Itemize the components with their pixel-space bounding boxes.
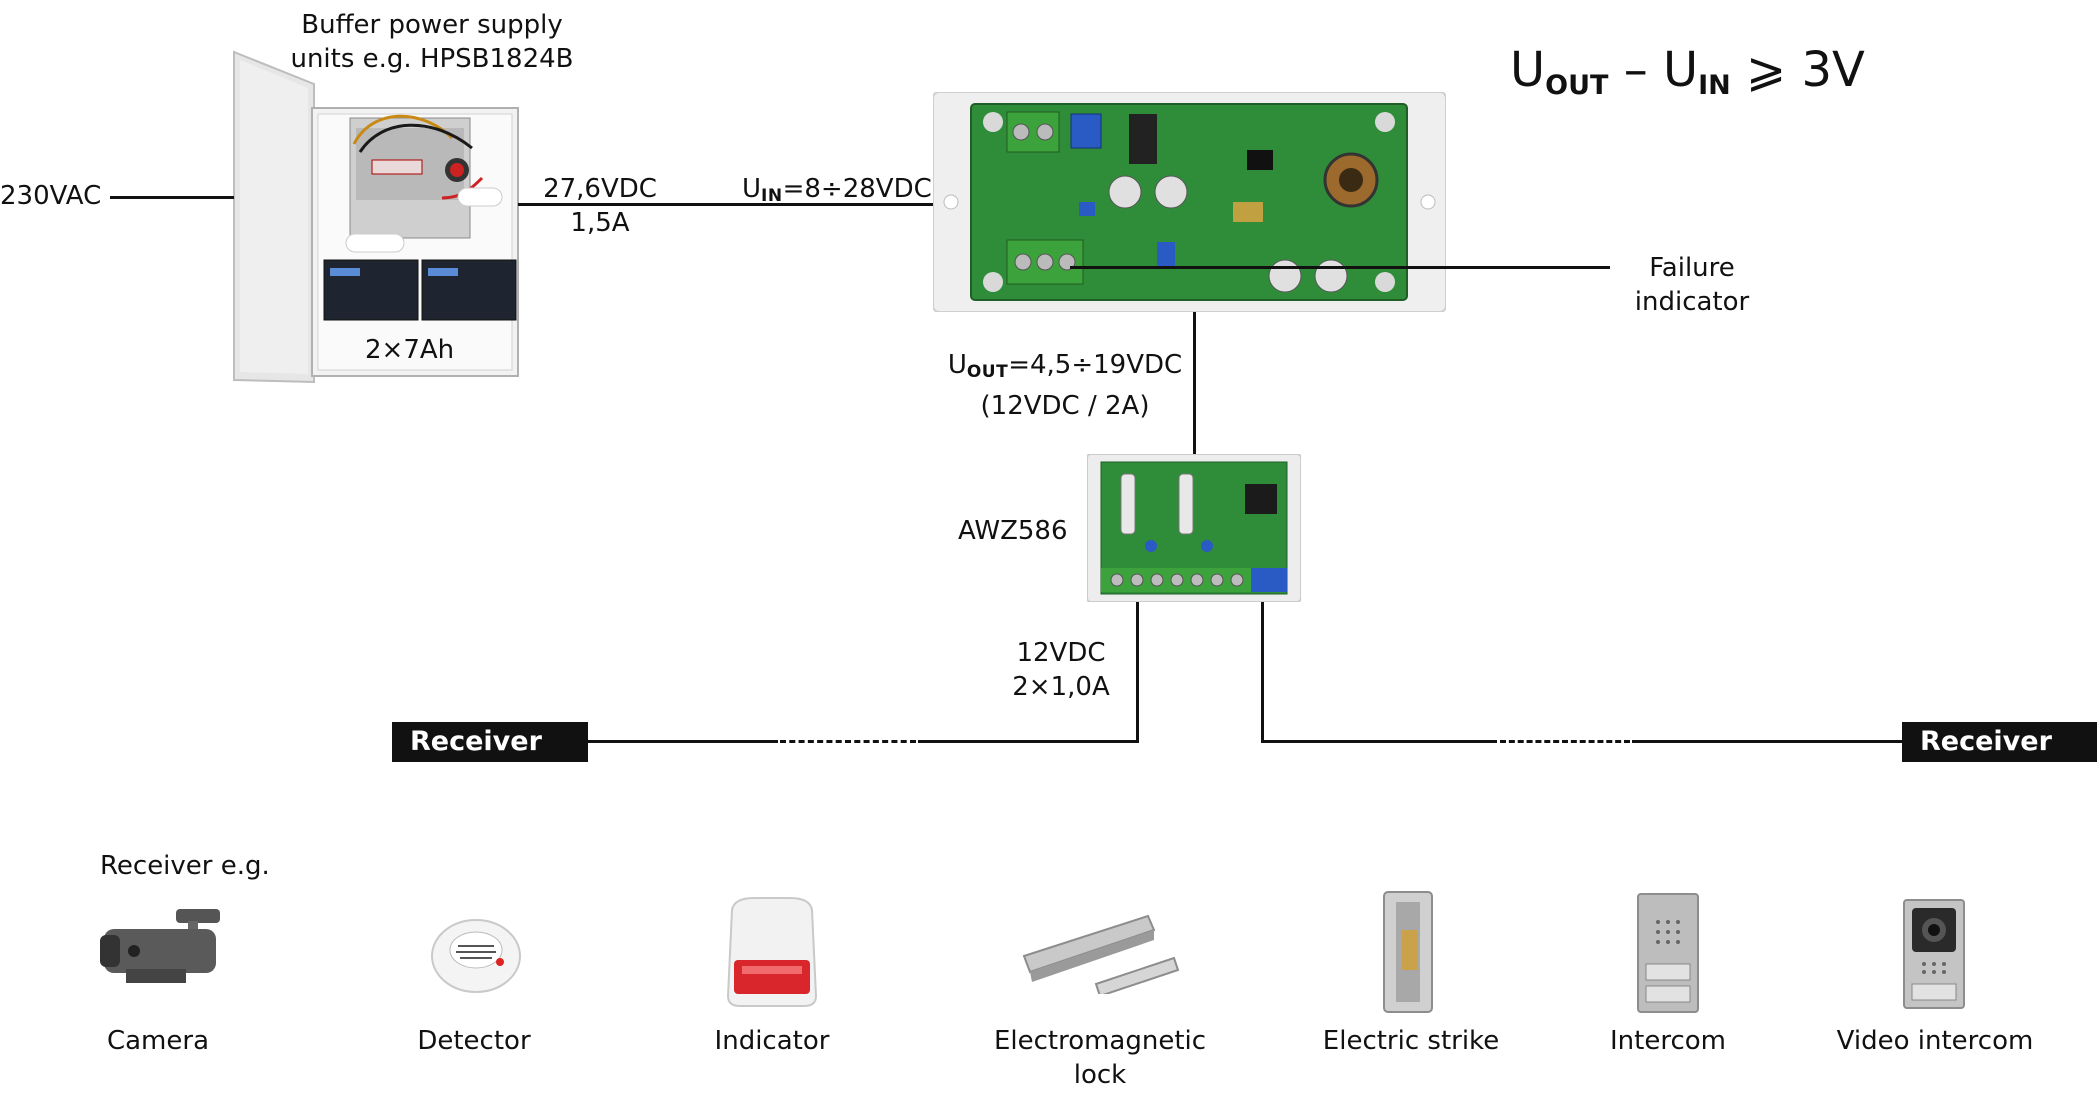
fuse-module-label: AWZ586 [958, 516, 1068, 546]
camera-icon [100, 909, 220, 983]
receiver2-wire-b [1632, 740, 1902, 743]
receiver1-wire-a [588, 740, 778, 743]
battery-label: 2×7Ah [365, 335, 455, 365]
module-output-label: 12VDC 2×1,0A [1012, 638, 1110, 702]
receiver2-tag: Receiver 2 [1902, 722, 2097, 797]
intercom-label: Intercom [1610, 1026, 1726, 1056]
receiver1-wire-dashed [780, 740, 916, 743]
converter-board-image [933, 92, 1446, 312]
electric-strike-icon [1383, 891, 1433, 1013]
formula: UOUT – UIN ⩾ 3V [1510, 42, 1865, 101]
indicator-icon [726, 897, 818, 1007]
converter-input-label: UIN=8÷28VDC [742, 174, 932, 206]
fuse-module-image [1087, 454, 1301, 602]
failure-indicator-label: Failure indicator [1634, 253, 1750, 317]
output-wire-left-vertical [1136, 602, 1139, 742]
intercom-icon [1637, 893, 1699, 1013]
electric-strike-label: Electric strike [1322, 1026, 1500, 1056]
psu-to-converter-wire [518, 203, 948, 206]
video-intercom-icon [1903, 899, 1965, 1009]
mains-wire [110, 196, 234, 199]
receiver1-tag: Receiver 1 [392, 722, 588, 797]
psu-output-label: 27,6VDC 1,5A [543, 174, 657, 238]
electromagnetic-lock-label: Electromagnetic lock [993, 1026, 1207, 1090]
receiver2-wire-a [1261, 740, 1497, 743]
camera-label: Camera [106, 1026, 210, 1056]
video-intercom-label: Video intercom [1836, 1026, 2034, 1056]
failure-indicator-wire [1070, 266, 1610, 269]
output-wire-right-vertical [1261, 602, 1264, 742]
psu-caption: Buffer power supply units e.g. HPSB1824B [290, 10, 574, 74]
converter-output-label: UOUT=4,5÷19VDC (12VDC / 2A) [947, 350, 1183, 421]
receiver2-wire-dashed [1500, 740, 1630, 743]
detector-label: Detector [417, 1026, 531, 1056]
receiver1-wire-b [918, 740, 1139, 743]
psu-cabinet-image [233, 50, 519, 384]
electromagnetic-lock-icon [1022, 914, 1180, 994]
detector-icon [431, 919, 521, 993]
receiver-examples-caption: Receiver e.g. [100, 851, 270, 881]
input-voltage-label: 230VAC [0, 181, 102, 211]
converter-to-module-wire [1193, 312, 1196, 456]
indicator-label: Indicator [714, 1026, 830, 1056]
